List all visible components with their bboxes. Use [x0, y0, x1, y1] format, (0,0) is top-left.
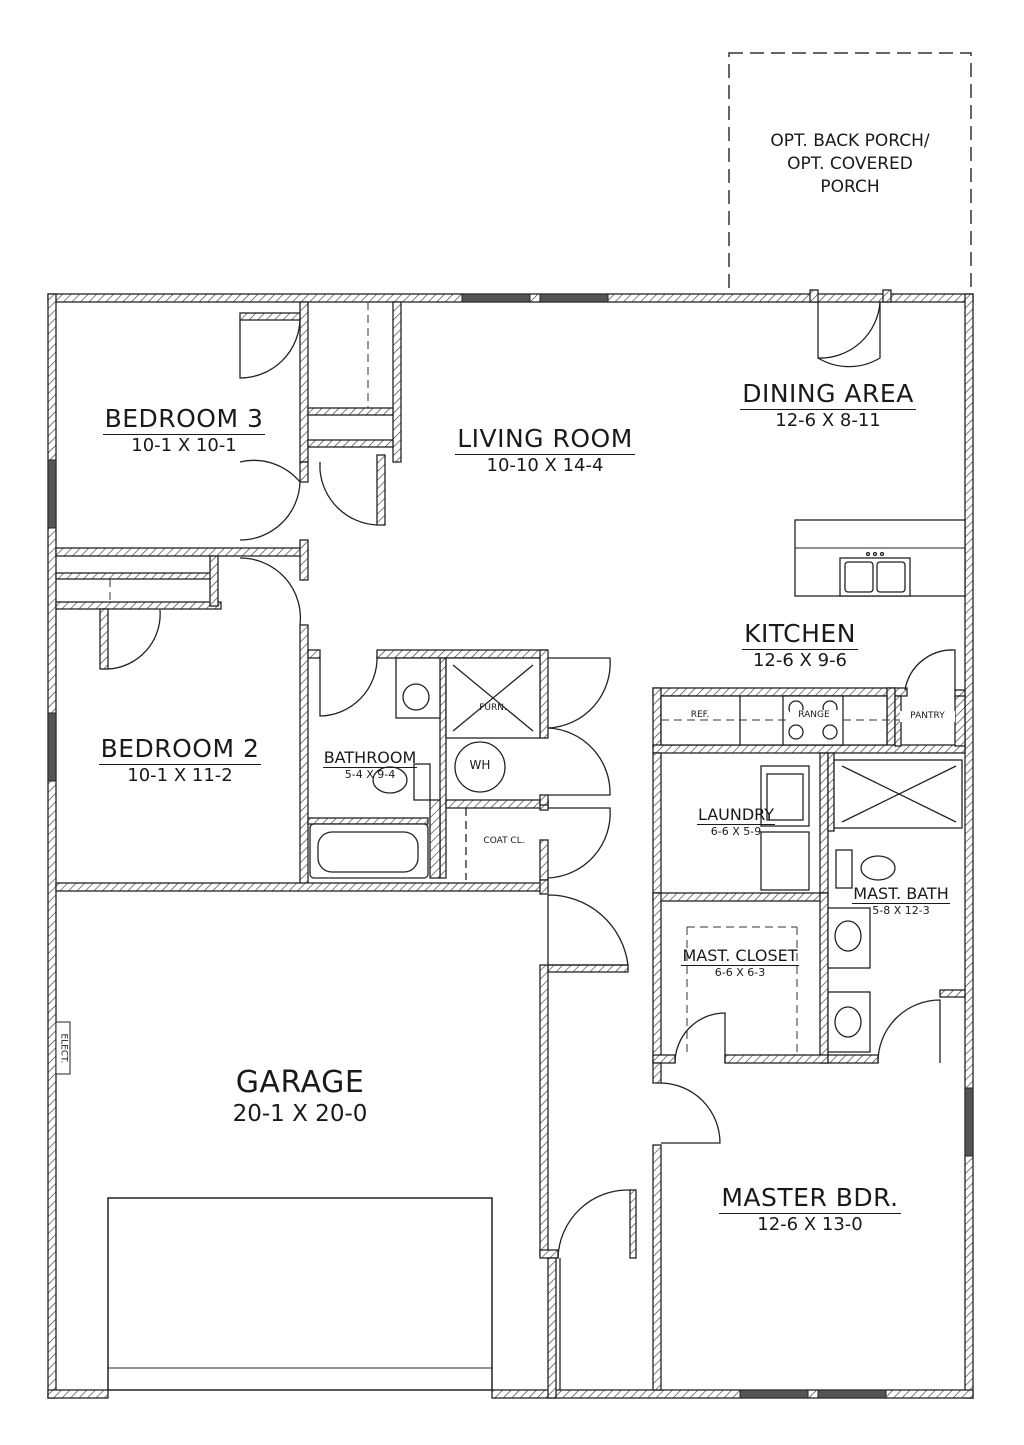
master-name: MASTER BDR. [719, 1183, 901, 1214]
porch-label: OPT. BACK PORCH/ OPT. COVERED PORCH [729, 130, 971, 199]
coat-label: COAT CL. [483, 836, 525, 846]
wh-label: WH [469, 758, 491, 772]
elect-panel [55, 1021, 71, 1075]
mast-bath-dims: 5-8 X 12-3 [872, 904, 930, 917]
elect-label: ELECT. [58, 1033, 69, 1064]
living-name: LIVING ROOM [455, 424, 635, 455]
bedroom2-dims: 10-1 X 11-2 [127, 765, 233, 786]
laundry-dims: 6-6 X 5-9 [710, 825, 762, 838]
bath-fixtures [309, 657, 963, 1053]
kitchen-counter [660, 519, 966, 746]
mast-closet-name: MAST. CLOSET [681, 946, 799, 966]
living-label: LIVING ROOM 10-10 X 14-4 [430, 425, 660, 477]
porch-line-2: OPT. COVERED [787, 154, 913, 174]
dining-label: DINING AREA 12-6 X 8-11 [718, 380, 938, 432]
porch-line-1: OPT. BACK PORCH/ [770, 131, 930, 151]
mast-bath-label: MAST. BATH 5-8 X 12-3 [840, 884, 962, 918]
garage-door [107, 1197, 493, 1391]
kitchen-label: KITCHEN 12-6 X 9-6 [710, 620, 890, 672]
bathroom-name: BATHROOM [322, 748, 418, 768]
master-label: MASTER BDR. 12-6 X 13-0 [700, 1184, 920, 1236]
mast-closet-dims: 6-6 X 6-3 [714, 966, 766, 979]
porch-outline [728, 52, 972, 297]
kitchen-dims: 12-6 X 9-6 [752, 650, 848, 671]
garage-label: GARAGE 20-1 X 20-0 [180, 1066, 420, 1128]
range-label: RANGE [790, 710, 838, 721]
mast-closet-label: MAST. CLOSET 6-6 X 6-3 [672, 946, 808, 980]
laundry-label: LAUNDRY 6-6 X 5-9 [676, 805, 796, 839]
laundry-name: LAUNDRY [696, 805, 776, 825]
mast-bath-name: MAST. BATH [852, 884, 950, 904]
furn-label: FURN. [479, 703, 507, 713]
doors [107, 301, 956, 1390]
garage-dims: 20-1 X 20-0 [232, 1101, 368, 1127]
porch-line-3: PORCH [820, 177, 880, 197]
living-dims: 10-10 X 14-4 [486, 455, 604, 476]
bedroom3-name: BEDROOM 3 [102, 404, 266, 435]
ref-label: REF. [690, 710, 710, 720]
bedroom2-label: BEDROOM 2 10-1 X 11-2 [80, 735, 280, 787]
dining-dims: 12-6 X 8-11 [775, 410, 881, 431]
bedroom2-name: BEDROOM 2 [98, 734, 262, 765]
bathroom-label: BATHROOM 5-4 X 9-4 [310, 748, 430, 782]
garage-name: GARAGE [235, 1065, 365, 1100]
bedroom3-dims: 10-1 X 10-1 [131, 435, 237, 456]
dining-name: DINING AREA [740, 379, 916, 410]
bathroom-dims: 5-4 X 9-4 [344, 768, 396, 781]
bedroom3-label: BEDROOM 3 10-1 X 10-1 [84, 405, 284, 457]
closet-shelves [109, 302, 798, 1055]
kitchen-name: KITCHEN [742, 619, 858, 650]
pantry-label: PANTRY [900, 711, 955, 722]
windows [47, 293, 974, 1399]
master-dims: 12-6 X 13-0 [757, 1214, 863, 1235]
